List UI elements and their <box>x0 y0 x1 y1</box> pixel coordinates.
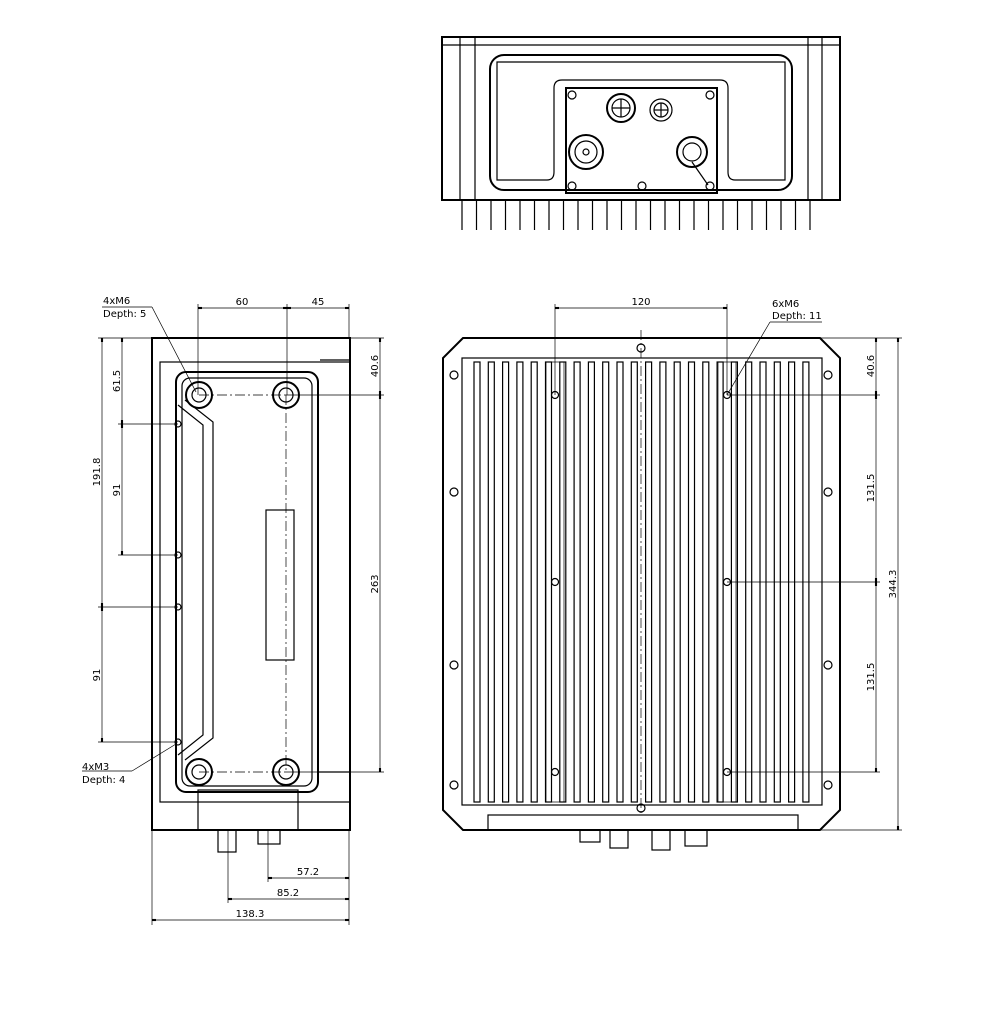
screw-icon <box>449 660 459 670</box>
cooling-fin <box>530 361 538 803</box>
connector-m12-1-icon <box>606 93 636 123</box>
dim-91-upper: 91 <box>112 484 123 497</box>
cooling-fin <box>473 361 481 803</box>
callout-depth-top: Depth: 5 <box>103 309 146 320</box>
dim-131-5-upper: 131.5 <box>866 474 877 503</box>
cooling-fin <box>616 361 624 803</box>
dim-263: 263 <box>370 574 381 593</box>
top-view <box>441 36 841 230</box>
dim-85-2: 85.2 <box>277 888 299 899</box>
side-view: 60 45 61.5 91 191.8 91 40.6 263 57.2 85.… <box>82 296 384 925</box>
mount-rail <box>545 361 565 803</box>
dim-57-2: 57.2 <box>297 867 319 878</box>
cooling-fin <box>659 361 667 803</box>
dim-120: 120 <box>631 297 650 308</box>
screw-icon <box>449 780 459 790</box>
connector-plate <box>565 87 718 194</box>
screw-icon <box>636 803 646 813</box>
dim-138-3: 138.3 <box>236 909 265 920</box>
cooling-fin <box>644 361 653 803</box>
dim-60: 60 <box>236 297 249 308</box>
cooling-fin <box>630 361 638 803</box>
screw-icon <box>823 370 833 380</box>
cooling-fin <box>702 361 710 803</box>
dim-344-3: 344.3 <box>888 570 899 599</box>
screw-icon <box>449 370 459 380</box>
callout-m3: 4xM3 <box>82 762 109 773</box>
callout-m6-front: 6xM6 <box>772 299 799 310</box>
callout-depth-front: Depth: 11 <box>772 311 822 322</box>
dim-91-lower: 91 <box>92 669 103 682</box>
cooling-fin <box>587 361 596 803</box>
dim-45: 45 <box>312 297 325 308</box>
cooling-fin <box>516 361 524 803</box>
screw-icon <box>823 660 833 670</box>
connector-m12-2-icon <box>649 98 673 122</box>
m6-hole-icon <box>550 577 560 587</box>
callout-depth-bottom: Depth: 4 <box>82 775 125 786</box>
dim-61-5: 61.5 <box>112 370 123 392</box>
screw-icon <box>449 487 459 497</box>
cooling-fin <box>687 361 696 803</box>
cooling-fin <box>602 361 610 803</box>
cooling-fin <box>502 361 510 803</box>
connector-lan-icon <box>676 136 709 186</box>
cooling-fin <box>487 361 495 803</box>
cooling-fin <box>573 361 581 803</box>
front-view: 120 6xM6 Depth: 11 40.6 131.5 131.5 344.… <box>442 297 902 851</box>
screw-icon <box>636 343 646 353</box>
m6-hole-icon <box>550 767 560 777</box>
dim-191-8: 191.8 <box>92 458 103 487</box>
callout-m6-top: 4xM6 <box>103 296 130 307</box>
cooling-fin <box>559 361 567 803</box>
dim-40-6-side: 40.6 <box>370 355 381 377</box>
dim-131-5-lower: 131.5 <box>866 663 877 692</box>
connector-power-icon <box>568 134 604 170</box>
screw-icon <box>823 487 833 497</box>
cooling-fin <box>544 361 553 803</box>
dim-40-6-front: 40.6 <box>866 355 877 377</box>
cooling-fin <box>673 361 681 803</box>
screw-icon <box>823 780 833 790</box>
